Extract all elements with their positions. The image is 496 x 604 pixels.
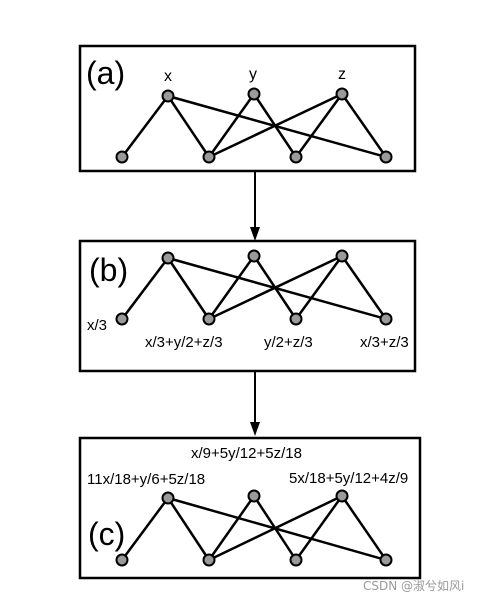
panel-a: (a) x y z [78, 44, 417, 173]
top-node-3 [335, 489, 349, 503]
panel-b-label: (b) [89, 252, 128, 288]
panel-c-nodes [115, 489, 393, 567]
edge [340, 255, 388, 320]
bottom-node-3 [289, 553, 303, 567]
panel-a-label: (a) [86, 55, 125, 91]
top-node-2 [247, 489, 261, 503]
panel-a-nodes [115, 87, 393, 164]
bottom-node-1 [115, 150, 129, 164]
arrow-head [250, 227, 260, 241]
edge [294, 93, 344, 158]
edge [207, 255, 256, 320]
top-value-2: x/9+5y/12+5z/18 [191, 445, 302, 462]
edge [294, 495, 344, 561]
bottom-node-4 [379, 553, 393, 567]
top-value-3: 5x/18+5y/12+4z/9 [289, 470, 408, 487]
bottom-value-2: x/3+y/2+z/3 [145, 334, 223, 351]
panel-c-edges [120, 494, 388, 562]
edge [207, 93, 256, 158]
top-node-z [335, 87, 349, 101]
top-node-2 [247, 249, 261, 263]
bottom-node-3 [289, 150, 303, 164]
bottom-node-1 [115, 553, 129, 567]
panel-b: (b) x/3 x/3+y/2+z/3 y/2+z/3 x/3+z/3 [78, 239, 417, 373]
edge [340, 495, 388, 561]
edge [340, 93, 388, 158]
bottom-value-3: y/2+z/3 [264, 334, 313, 351]
top-node-1 [161, 251, 175, 265]
top-node-y [247, 87, 261, 101]
panel-c: x/9+5y/12+5z/18 11x/18+y/6+5z/18 5x/18+5… [78, 436, 422, 580]
bottom-node-2 [202, 150, 216, 164]
bottom-node-2 [202, 553, 216, 567]
edge [166, 95, 211, 158]
panel-b-edges [121, 254, 388, 321]
variable-z-label: z [338, 66, 346, 83]
top-value-1: 11x/18+y/6+5z/18 [87, 471, 205, 488]
edge [208, 494, 343, 562]
bottom-node-4 [379, 312, 393, 326]
edge [121, 95, 169, 158]
edge [121, 257, 169, 320]
top-node-x [161, 89, 175, 103]
edge [208, 254, 343, 321]
edge [166, 497, 211, 561]
arrow-a-to-b [250, 171, 260, 241]
panel-b-frame [78, 239, 417, 373]
variable-x-label: x [164, 68, 172, 85]
edge [120, 497, 170, 561]
edge [207, 495, 256, 561]
bottom-node-4 [379, 150, 393, 164]
watermark: CSDN @淑兮如风i [363, 578, 464, 593]
panel-c-label: (c) [88, 516, 125, 552]
bottom-node-3 [289, 312, 303, 326]
panel-a-edges [121, 92, 388, 159]
arrow-head [250, 422, 260, 436]
bottom-value-4: x/3+z/3 [360, 334, 409, 351]
bottom-value-1: x/3 [87, 317, 107, 334]
edge [166, 257, 211, 320]
variable-y-label: y [249, 66, 257, 83]
panel-b-nodes [115, 249, 393, 326]
edge [208, 92, 343, 159]
bottom-node-1 [115, 312, 129, 326]
top-node-3 [335, 249, 349, 263]
edge [294, 255, 344, 320]
arrow-b-to-c [250, 371, 260, 436]
top-node-1 [161, 491, 175, 505]
bottom-node-2 [202, 312, 216, 326]
